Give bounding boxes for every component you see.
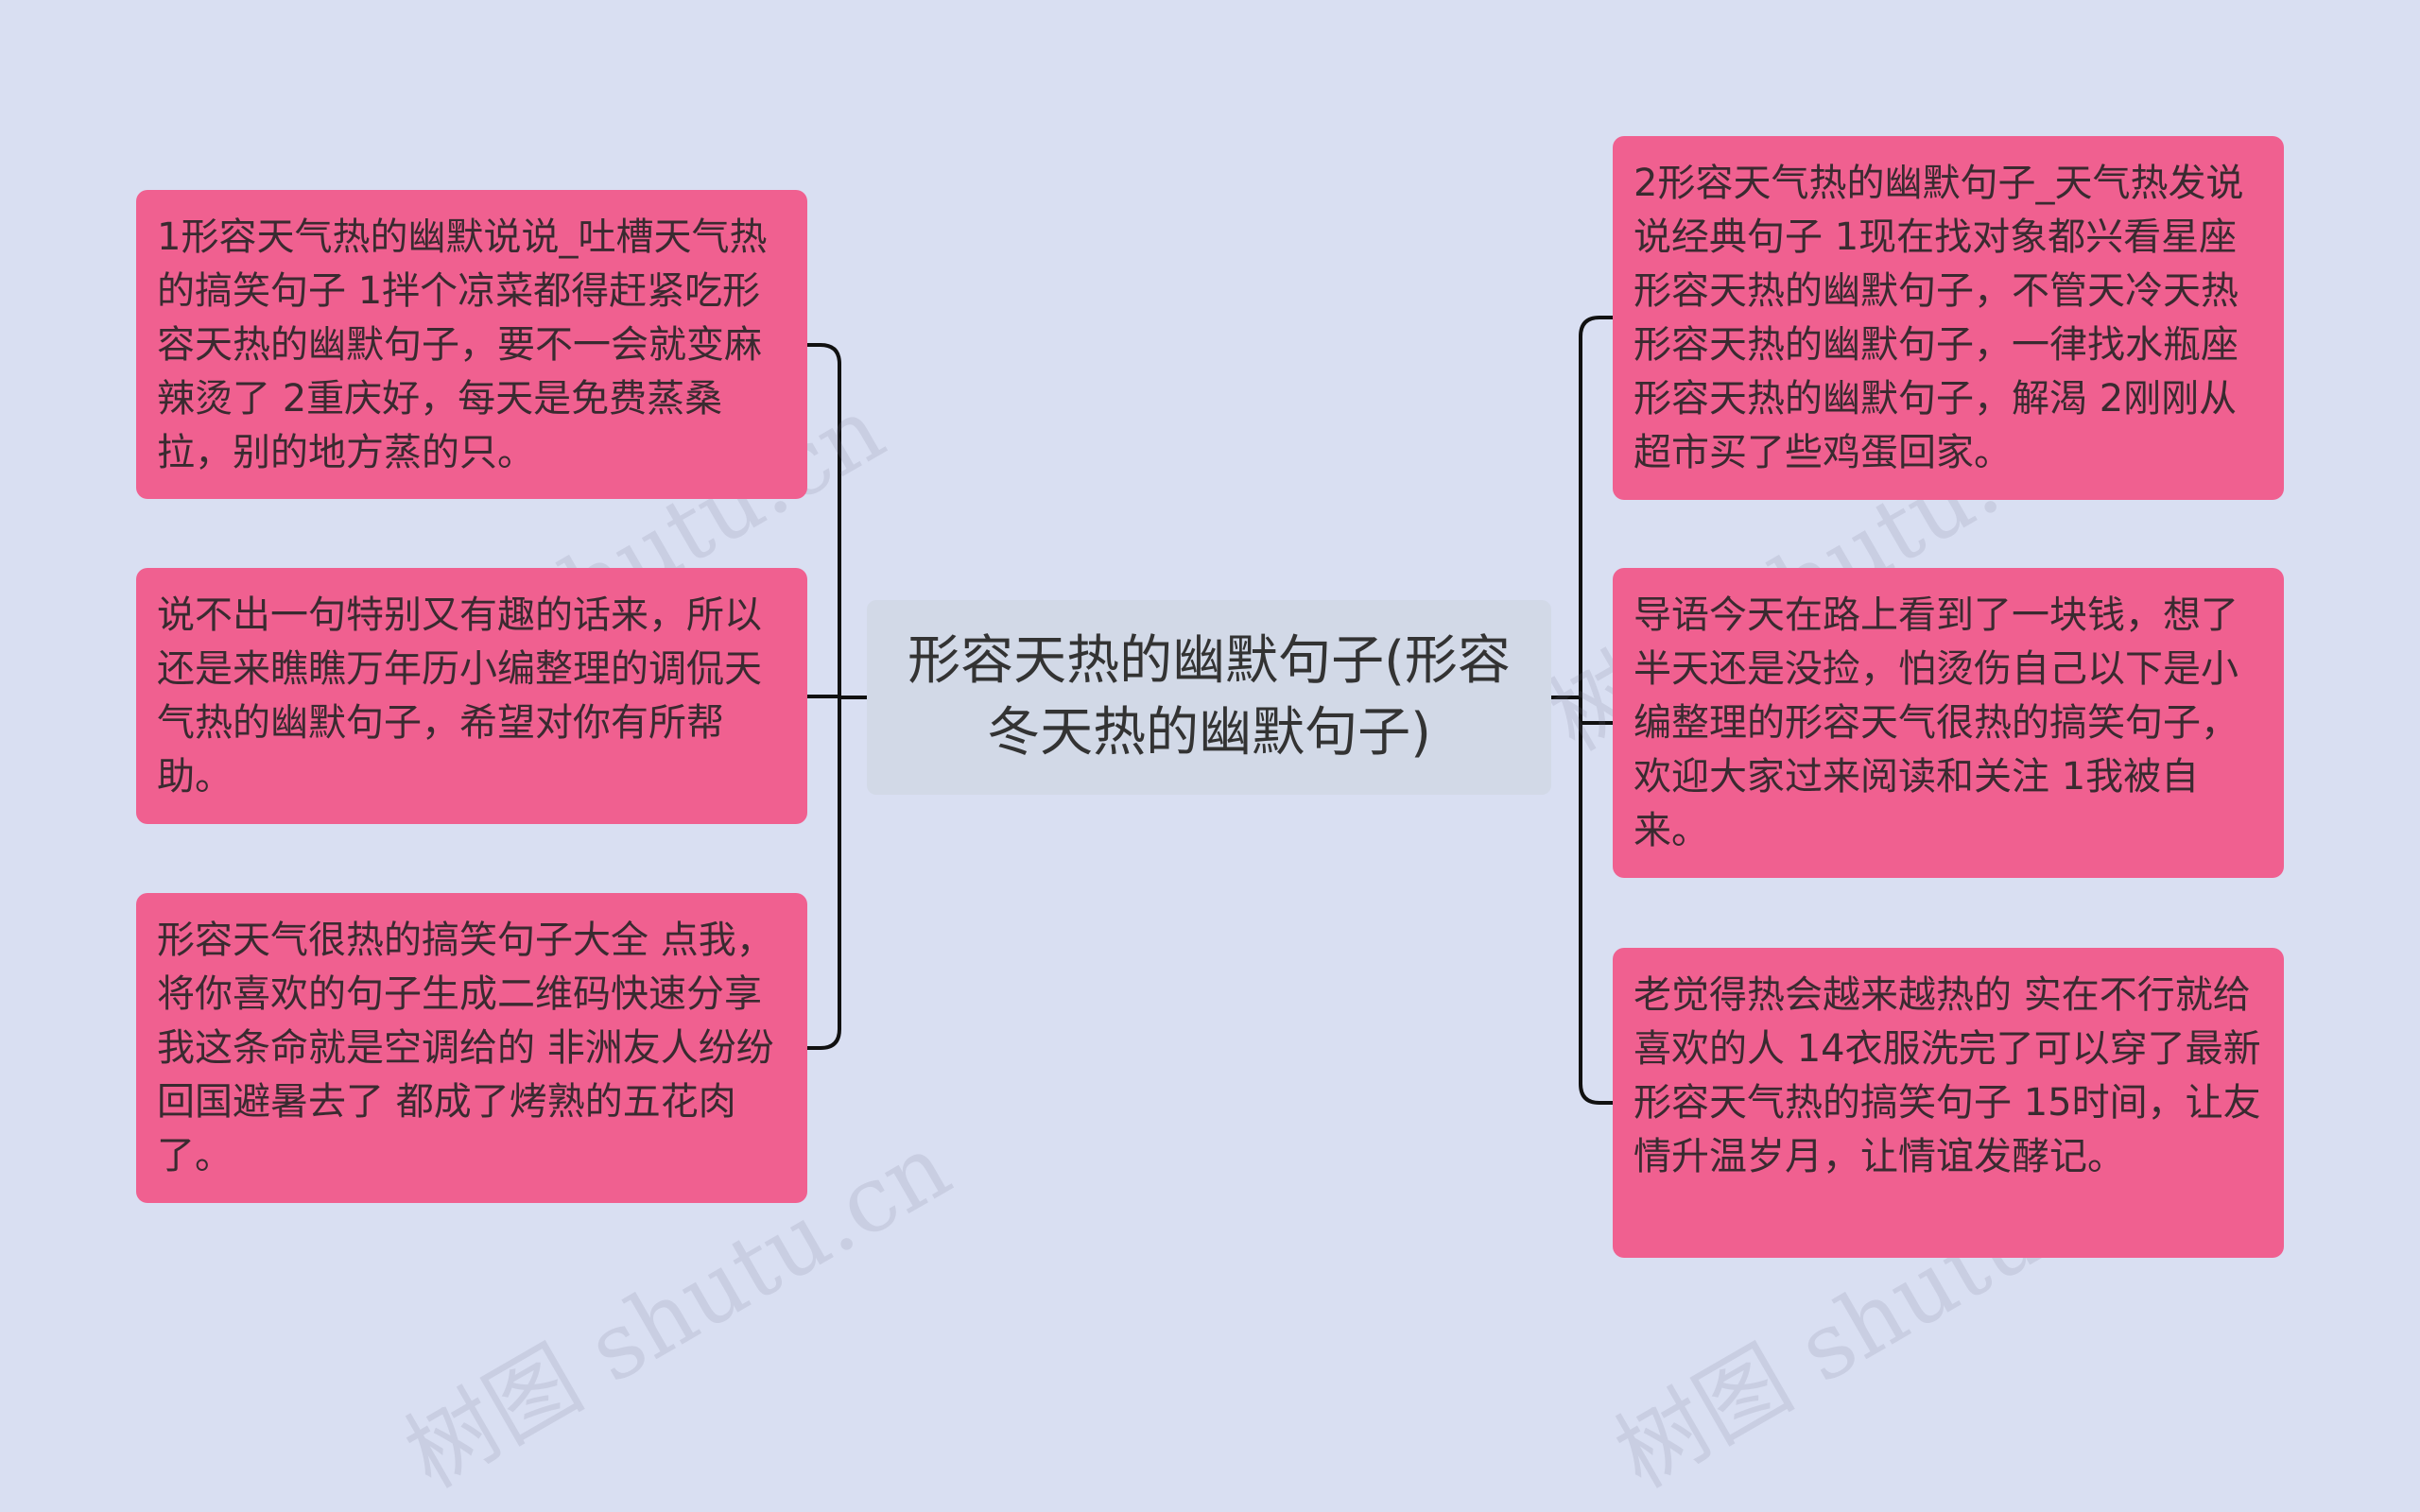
central-topic-node[interactable]: 形容天热的幽默句子(形容冬天热的幽默句子) — [867, 600, 1551, 795]
connector-right-trunk — [1579, 316, 1615, 1105]
right-branch-node-3[interactable]: 老觉得热会越来越热的 实在不行就给喜欢的人 14衣服洗完了可以穿了最新形容天气热… — [1613, 948, 2284, 1258]
branch-text: 导语今天在路上看到了一块钱，想了半天还是没捡，怕烫伤自己以下是小编整理的形容天气… — [1634, 593, 2238, 852]
right-branch-node-1[interactable]: 2形容天气热的幽默句子_天气热发说说经典句子 1现在找对象都兴看星座形容天热的幽… — [1613, 136, 2284, 500]
left-branch-node-2[interactable]: 说不出一句特别又有趣的话来，所以还是来瞧瞧万年历小编整理的调侃天气热的幽默句子，… — [136, 568, 807, 824]
branch-text: 1形容天气热的幽默说说_吐槽天气热的搞笑句子 1拌个凉菜都得赶紧吃形容天热的幽默… — [157, 215, 768, 474]
branch-text: 老觉得热会越来越热的 实在不行就给喜欢的人 14衣服洗完了可以穿了最新形容天气热… — [1634, 973, 2261, 1178]
branch-text: 说不出一句特别又有趣的话来，所以还是来瞧瞧万年历小编整理的调侃天气热的幽默句子，… — [157, 593, 762, 799]
left-branch-node-1[interactable]: 1形容天气热的幽默说说_吐槽天气热的搞笑句子 1拌个凉菜都得赶紧吃形容天热的幽默… — [136, 190, 807, 499]
branch-text: 形容天气很热的搞笑句子大全 点我，将你喜欢的句子生成二维码快速分享 我这条命就是… — [157, 919, 774, 1177]
right-branch-node-2[interactable]: 导语今天在路上看到了一块钱，想了半天还是没捡，怕烫伤自己以下是小编整理的形容天气… — [1613, 568, 2284, 878]
central-topic-text: 形容天热的幽默句子(形容冬天热的幽默句子) — [908, 630, 1511, 764]
branch-text: 2形容天气热的幽默句子_天气热发说说经典句子 1现在找对象都兴看星座形容天热的幽… — [1634, 162, 2244, 474]
connector-lines — [805, 316, 1615, 1105]
left-branch-node-3[interactable]: 形容天气很热的搞笑句子大全 点我，将你喜欢的句子生成二维码快速分享 我这条命就是… — [136, 893, 807, 1203]
